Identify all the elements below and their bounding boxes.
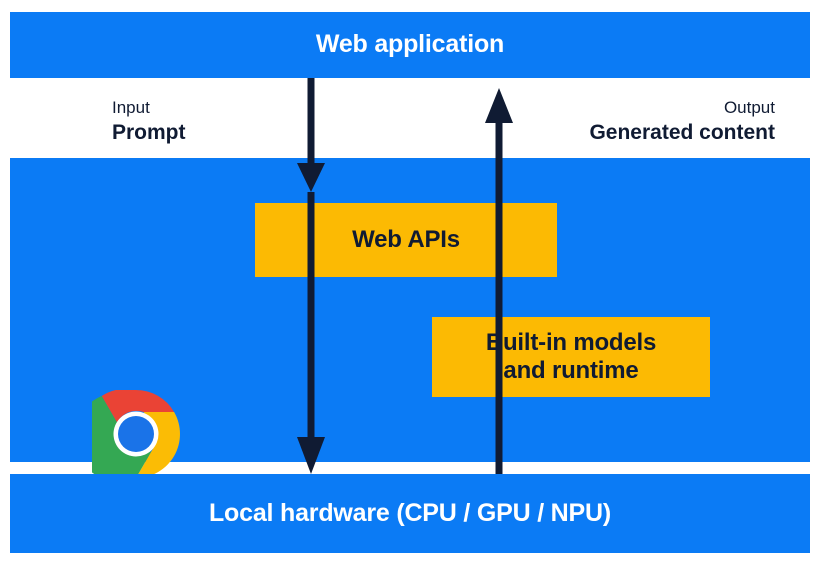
chrome-logo-icon: [92, 390, 180, 478]
band-local-hardware-label: Local hardware (CPU / GPU / NPU): [208, 499, 611, 527]
flow-label-output-kind: Output: [723, 98, 775, 117]
flow-label-output-value: Generated content: [589, 120, 775, 144]
flow-label-input-value: Prompt: [112, 120, 186, 144]
box-web-apis: Web APIs: [255, 203, 557, 277]
flow-label-output: Output Generated content: [500, 98, 775, 144]
box-builtin-models: Built-in models and runtime: [432, 317, 710, 397]
band-web-application: Web application: [10, 12, 810, 78]
band-local-hardware: Local hardware (CPU / GPU / NPU): [10, 474, 810, 553]
box-web-apis-label: Web APIs: [352, 225, 460, 253]
flow-label-input: Input Prompt: [112, 98, 292, 144]
box-builtin-models-label: Built-in models and runtime: [485, 328, 657, 386]
box-builtin-models-line2: and runtime: [503, 357, 639, 384]
band-web-application-label: Web application: [315, 30, 505, 58]
box-builtin-models-line1: Built-in models: [485, 328, 657, 356]
flow-label-input-kind: Input: [112, 98, 150, 117]
